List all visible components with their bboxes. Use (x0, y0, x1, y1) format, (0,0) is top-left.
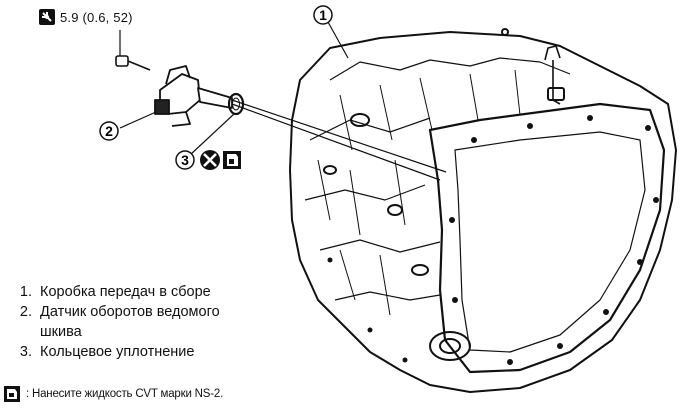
transmission-assembly (289, 28, 677, 393)
do-not-reuse-icon (200, 150, 220, 170)
callout-1-label: 1 (319, 7, 327, 23)
torque-value: 5.9 (0.6, 52) (60, 9, 133, 25)
torque-wrench-icon (39, 9, 55, 25)
callout-leaders (119, 21, 349, 156)
legend-number: 2. (19, 304, 32, 320)
installation-guide-lines (119, 30, 447, 181)
callout-3: 3 (175, 150, 195, 170)
legend-number: 3. (19, 344, 32, 360)
apply-fluid-icon (4, 386, 20, 402)
legend-text: Кольцевое уплотнение (40, 344, 195, 360)
legend-text: Коробка передач в сборе (40, 284, 211, 300)
callout-2-label: 2 (105, 123, 113, 139)
legend-text: Датчик оборотов ведомого (40, 304, 220, 320)
legend-item: 3. Кольцевое уплотнение (4, 342, 220, 362)
callout-3-label: 3 (181, 152, 189, 168)
parts-legend: 1. Коробка передач в сборе 2. Датчик обо… (4, 282, 220, 362)
callout-1: 1 (313, 5, 333, 25)
torque-spec: 5.9 (0.6, 52) (39, 9, 133, 25)
legend-item: 2. Датчик оборотов ведомого (4, 302, 220, 322)
legend-text-continuation: шкива (40, 324, 82, 340)
apply-fluid-icon (223, 151, 241, 169)
sensor-bolt (115, 55, 151, 71)
fluid-note-text: : Нанесите жидкость CVT марки NS-2. (26, 388, 224, 400)
speed-sensor (154, 65, 233, 127)
housing-bolts (327, 115, 659, 365)
callout-2: 2 (99, 121, 119, 141)
legend-item: 1. Коробка передач в сборе (4, 282, 220, 302)
legend-number: 1. (19, 284, 32, 300)
fluid-note: : Нанесите жидкость CVT марки NS-2. (4, 386, 223, 402)
